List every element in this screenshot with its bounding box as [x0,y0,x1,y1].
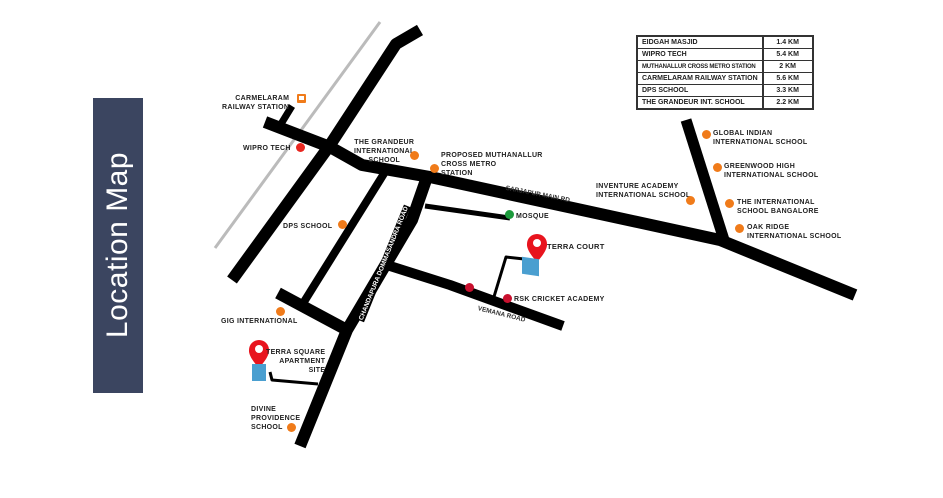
global-indian-marker [702,130,711,139]
road-gig [275,287,350,336]
vemana-marker [465,283,474,292]
vemana-road [388,261,565,331]
mosque-marker [505,210,514,219]
inventure-marker [686,196,695,205]
wipro-marker [296,143,305,152]
sarjapur-main-road [262,116,858,301]
dps-marker [338,220,347,229]
terra-square-pin [248,340,270,368]
road-north-diagonal [227,24,424,284]
gig-marker [276,307,285,316]
road-dps [298,169,389,308]
terra-court-building [522,256,539,277]
label-wipro-tech: WIPRO TECH [243,145,291,152]
mosque-road [424,203,511,221]
grandeur-marker [410,151,419,160]
metro-marker [430,164,439,173]
label-mosque: MOSQUE [516,213,549,220]
oak-ridge-marker [735,224,744,233]
divine-marker [287,423,296,432]
title-banner: Location Map [93,98,143,393]
label-rsk-cricket-academy: RSK CRICKET ACADEMY [514,296,605,303]
terra-court-access [491,255,525,301]
label-dps-school: DPS SCHOOL [283,223,333,230]
rsk-marker [503,294,512,303]
greenwood-marker [713,163,722,172]
label-terra-court: TERRA COURT [547,242,605,251]
train-station-icon [297,94,306,103]
tisb-marker [725,199,734,208]
station-stub-road [278,104,295,126]
road-east-branch [680,118,731,245]
terra-square-building [252,364,266,381]
terra-court-pin [526,234,548,262]
label-gig-international: GIG INTERNATIONAL [221,318,298,325]
terra-square-access [268,371,319,386]
